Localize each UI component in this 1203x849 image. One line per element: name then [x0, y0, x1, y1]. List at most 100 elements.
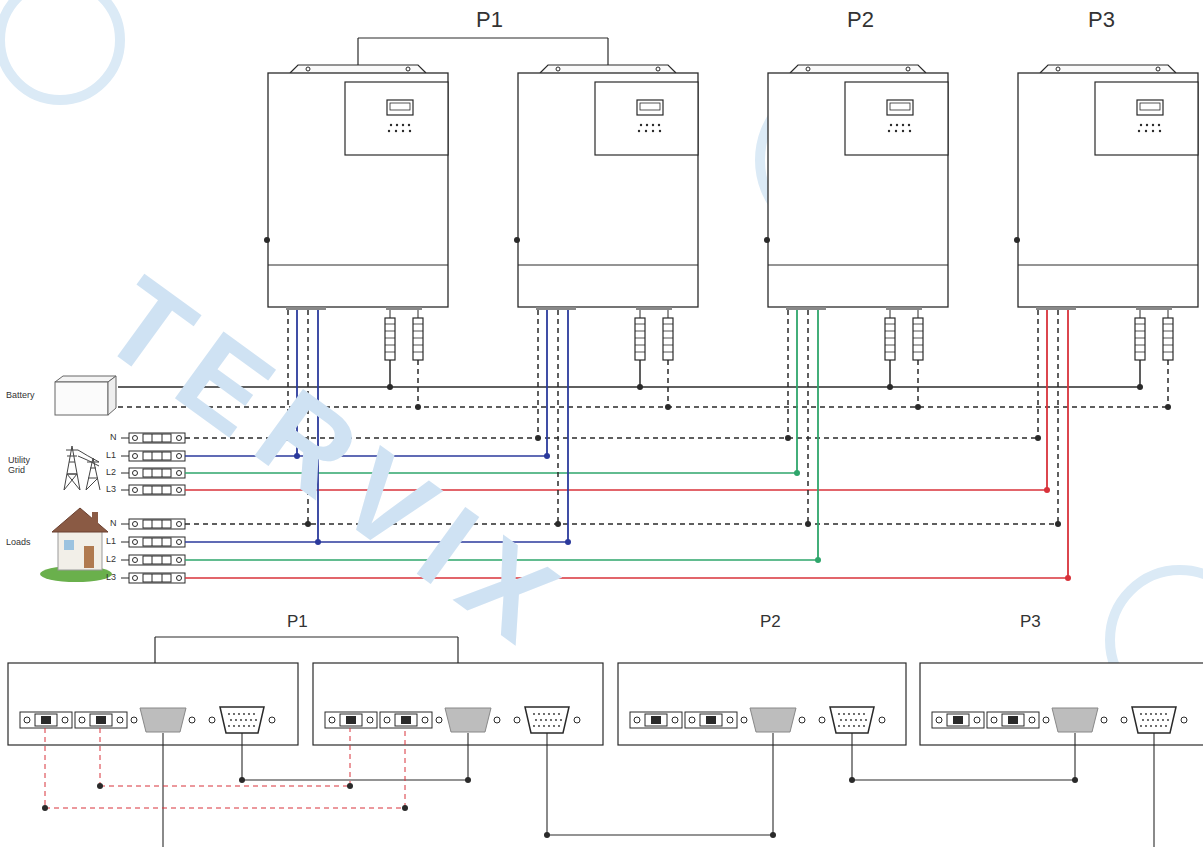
- junction-dot: [815, 557, 821, 563]
- terminal-lead: [121, 473, 129, 474]
- junction-dot: [415, 404, 421, 410]
- wire: [817, 310, 819, 560]
- port-panel: [920, 663, 1203, 745]
- group-bracket: [154, 637, 155, 663]
- current-sharing-cable: [405, 728, 406, 808]
- group-label: P1: [476, 8, 503, 32]
- inverter-unit: [264, 65, 448, 310]
- junction-dot: [887, 384, 893, 390]
- wire: [1057, 310, 1059, 524]
- junction-dot: [805, 521, 811, 527]
- terminal-label: L1: [106, 537, 116, 547]
- junction-dot: [239, 777, 245, 783]
- parallel-cable: [851, 733, 852, 780]
- terminal-label: L2: [106, 468, 116, 478]
- terminal-lead: [121, 542, 129, 543]
- watermark-ring: [0, 0, 120, 100]
- parallel-cable: [852, 779, 1075, 780]
- junction-dot: [1137, 384, 1143, 390]
- inverter-unit: [514, 65, 698, 310]
- fuse-symbol: [413, 310, 423, 360]
- inverter-unit: [1014, 65, 1198, 310]
- terminal-lead: [121, 438, 129, 439]
- junction-dot: [665, 404, 671, 410]
- terminal-label: N: [110, 519, 117, 529]
- group-bracket: [155, 636, 458, 637]
- wire: [639, 360, 641, 387]
- junction-dot: [1165, 404, 1171, 410]
- parallel-cable: [242, 779, 468, 780]
- fuse-symbol: [1135, 310, 1145, 360]
- terminal-label: L1: [106, 451, 116, 461]
- wire: [557, 310, 559, 524]
- device-label: Utility Grid: [8, 456, 42, 476]
- junction-dot: [794, 470, 800, 476]
- wire: [1037, 310, 1039, 438]
- junction-dot: [637, 384, 643, 390]
- junction-dot: [849, 777, 855, 783]
- terminal-lead: [121, 456, 129, 457]
- terminal-lead: [121, 578, 129, 579]
- junction-dot: [915, 404, 921, 410]
- terminal-label: L3: [106, 573, 116, 583]
- group-label: P3: [1088, 8, 1115, 32]
- device-label: Battery: [6, 391, 35, 401]
- junction-dot: [535, 435, 541, 441]
- junction-dot: [1055, 521, 1061, 527]
- port-panel: [313, 663, 603, 745]
- parallel-cable: [241, 733, 242, 780]
- current-sharing-cable: [45, 728, 46, 808]
- wire: [796, 310, 798, 473]
- wire: [389, 360, 391, 387]
- terminal-label: L2: [106, 555, 116, 565]
- junction-dot: [544, 832, 550, 838]
- junction-dot: [315, 539, 321, 545]
- terminal-lead: [121, 524, 129, 525]
- junction-dot: [770, 832, 776, 838]
- group-bracket: [457, 637, 458, 663]
- terminal-block: [129, 433, 185, 443]
- wire: [807, 310, 809, 524]
- port-panel: [8, 663, 298, 745]
- junction-dot: [555, 521, 561, 527]
- current-sharing-cable: [100, 728, 101, 786]
- watermark: TERVIX: [79, 250, 596, 679]
- parallel-cable: [1153, 733, 1154, 847]
- wire: [667, 360, 669, 407]
- parallel-cable: [162, 733, 163, 847]
- terminal-block: [129, 555, 185, 565]
- terminal-block: [129, 485, 185, 495]
- wire: [1046, 310, 1048, 490]
- terminal-block: [129, 573, 185, 583]
- current-sharing-cable: [100, 786, 350, 787]
- junction-dot: [42, 805, 48, 811]
- utility-tower-icon: [64, 446, 100, 490]
- current-sharing-cable: [45, 808, 405, 809]
- wire: [889, 360, 891, 387]
- junction-dot: [1035, 435, 1041, 441]
- junction-dot: [544, 453, 550, 459]
- terminal-block: [129, 451, 185, 461]
- junction-dot: [465, 777, 471, 783]
- junction-dot: [347, 783, 353, 789]
- wire: [1067, 310, 1069, 578]
- group-label: P2: [760, 613, 781, 632]
- terminal-lead: [121, 560, 129, 561]
- parallel-cable: [1074, 733, 1075, 780]
- wire: [185, 577, 1068, 579]
- house-icon: [40, 508, 112, 582]
- parallel-cable: [547, 834, 773, 835]
- junction-dot: [387, 384, 393, 390]
- terminal-label: N: [110, 433, 117, 443]
- junction-dot: [97, 783, 103, 789]
- terminal-lead: [121, 490, 129, 491]
- wire: [917, 360, 919, 407]
- parallel-cable: [546, 733, 547, 835]
- group-label: P1: [287, 613, 308, 632]
- fuse-symbol: [1163, 310, 1173, 360]
- junction-dot: [1044, 487, 1050, 493]
- wire: [1167, 360, 1169, 407]
- device-label: Loads: [6, 538, 31, 548]
- terminal-block: [129, 537, 185, 547]
- inverter-unit: [764, 65, 948, 310]
